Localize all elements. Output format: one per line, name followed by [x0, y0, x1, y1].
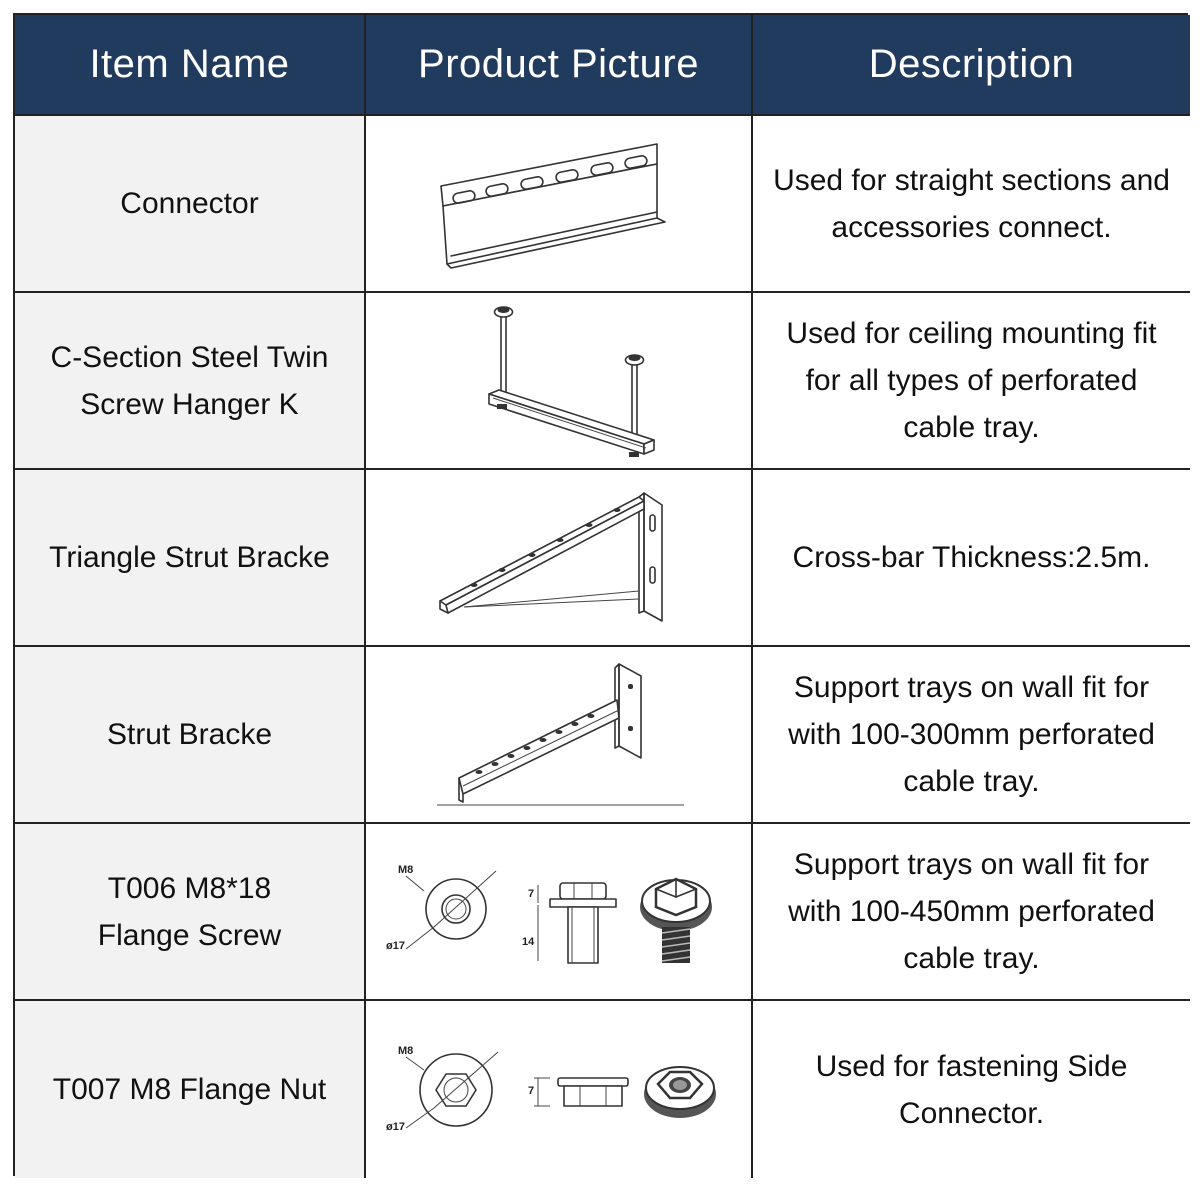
- row-flange-screw-name: T006 M8*18 Flange Screw: [15, 824, 366, 1001]
- row-connector-name: Connector: [15, 116, 366, 293]
- desc-line: cable tray.: [903, 411, 1040, 444]
- name-line: Flange Screw: [97, 918, 282, 952]
- row-hanger-description: Used for ceiling mounting fit for all ty…: [753, 293, 1190, 470]
- desc-line: Used for fastening Side: [815, 1049, 1128, 1083]
- product-table: Item Name Product Picture Description Co…: [13, 13, 1190, 1178]
- diameter-label: ø17: [386, 1121, 405, 1133]
- row-strut-bracket-description: Support trays on wall fit for with 100-3…: [753, 647, 1190, 824]
- desc-line: cable tray.: [903, 942, 1040, 975]
- strut-bracket-icon: [436, 662, 684, 805]
- desc-line: Used for straight sections and: [773, 163, 1170, 197]
- row-connector-description: Used for straight sections and accessori…: [753, 116, 1190, 293]
- desc-line: Used for ceiling mounting fit: [786, 317, 1157, 350]
- row-hanger-name: C-Section Steel Twin Screw Hanger K: [15, 293, 366, 470]
- desc-line: accessories connect.: [831, 210, 1112, 244]
- connector-plate-icon: [439, 142, 666, 269]
- twin-screw-hanger-icon: [487, 306, 655, 457]
- triangle-strut-bracket-icon: [438, 491, 663, 622]
- row-flange-screw-picture: M8 ø17 7 14: [366, 824, 753, 1001]
- head-height-label: 7: [528, 888, 534, 900]
- flange-screw-drawing-icon: M8 ø17 7 14: [386, 864, 712, 964]
- shank-length-label: 14: [522, 936, 535, 948]
- desc-line: Support trays on wall fit for: [793, 848, 1150, 881]
- name-line: T006 M8*18: [107, 871, 272, 905]
- row-flange-nut-description: Used for fastening Side Connector.: [753, 1001, 1190, 1178]
- desc-line: Cross-bar Thickness:2.5m.: [792, 541, 1151, 574]
- name-line: Screw Hanger K: [80, 387, 299, 421]
- desc-line: for all types of perforated: [805, 364, 1138, 397]
- name-line: C-Section Steel Twin: [50, 340, 329, 374]
- thread-label: M8: [398, 1045, 413, 1057]
- header-description: Description: [753, 15, 1190, 116]
- row-flange-nut-name: T007 M8 Flange Nut: [15, 1001, 366, 1178]
- row-connector-picture: [366, 116, 753, 293]
- row-strut-bracket-picture: [366, 647, 753, 824]
- thread-label: M8: [398, 864, 413, 876]
- header-product-picture: Product Picture: [366, 15, 753, 116]
- diameter-label: ø17: [386, 940, 405, 952]
- desc-line: Support trays on wall fit for: [793, 671, 1150, 704]
- row-flange-screw-description: Support trays on wall fit for with 100-4…: [753, 824, 1190, 1001]
- desc-line: Connector.: [898, 1096, 1045, 1130]
- row-hanger-picture: [366, 293, 753, 470]
- name-line: Triangle Strut Bracke: [49, 541, 330, 574]
- name-line: Connector: [120, 187, 259, 220]
- row-strut-bracket-name: Strut Bracke: [15, 647, 366, 824]
- row-triangle-bracket-name: Triangle Strut Bracke: [15, 470, 366, 647]
- desc-line: cable tray.: [903, 765, 1040, 798]
- row-triangle-bracket-description: Cross-bar Thickness:2.5m.: [753, 470, 1190, 647]
- desc-line: with 100-300mm perforated: [788, 718, 1155, 751]
- flange-nut-drawing-icon: M8 ø17 7: [386, 1045, 716, 1133]
- height-label: 7: [528, 1085, 534, 1097]
- row-triangle-bracket-picture: [366, 470, 753, 647]
- name-line: Strut Bracke: [106, 718, 273, 751]
- header-item-name: Item Name: [15, 15, 366, 116]
- desc-line: with 100-450mm perforated: [788, 895, 1155, 928]
- name-line: T007 M8 Flange Nut: [52, 1073, 327, 1106]
- row-flange-nut-picture: M8 ø17 7: [366, 1001, 753, 1178]
